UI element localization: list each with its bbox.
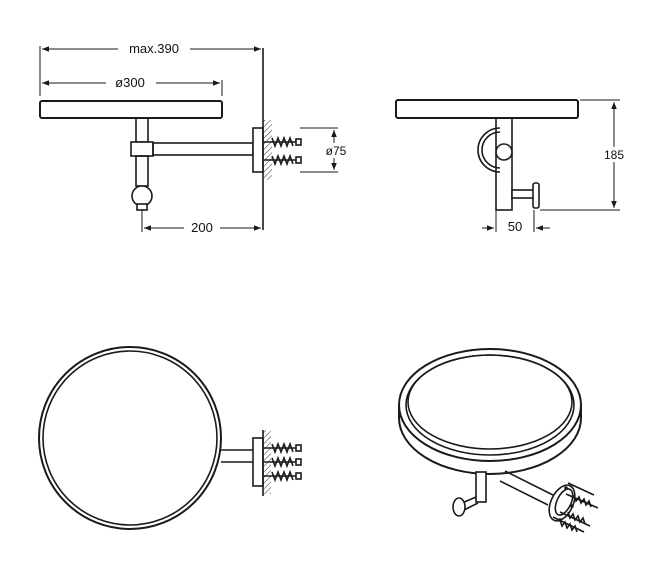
perspective-view — [398, 348, 599, 533]
flange — [252, 127, 264, 173]
clamp — [130, 141, 154, 157]
dim-arm-length: 200 — [191, 220, 213, 235]
screws-top — [263, 441, 302, 483]
tray-side-wall — [398, 405, 582, 475]
persp-screws — [552, 482, 599, 533]
hook-ball — [131, 185, 153, 207]
tray-inner-ring — [42, 350, 218, 526]
front-view: max.390 ø300 ø75 200 — [39, 40, 350, 235]
ball-cap — [136, 203, 148, 211]
persp-hook-knob — [452, 497, 466, 517]
dim-hook-offset: 50 — [508, 219, 522, 234]
top-view — [38, 346, 302, 530]
tray-side — [39, 100, 223, 119]
flange-disc — [477, 127, 501, 173]
arm-end — [495, 143, 513, 161]
dim-mount-diameter: ø75 — [326, 144, 347, 158]
post — [135, 117, 149, 143]
arm — [152, 142, 254, 156]
dim-tray-diameter: ø300 — [115, 75, 145, 90]
dim-height: 185 — [604, 148, 624, 162]
lower-post — [135, 155, 149, 187]
side-view: 185 50 — [395, 99, 628, 234]
persp-arm — [504, 470, 554, 496]
hook-knob — [532, 182, 540, 209]
post-2 — [495, 117, 513, 211]
tray-top-rim — [398, 348, 582, 462]
dim-max-width: max.390 — [129, 41, 179, 56]
persp-post — [475, 471, 487, 503]
wall-hatch — [263, 120, 272, 180]
hook-arm — [511, 189, 535, 199]
tray-outer-ring — [38, 346, 222, 530]
flange-top — [252, 437, 264, 487]
screw-lower — [263, 153, 302, 167]
tray-side-2 — [395, 99, 579, 119]
screw-upper — [263, 135, 302, 149]
